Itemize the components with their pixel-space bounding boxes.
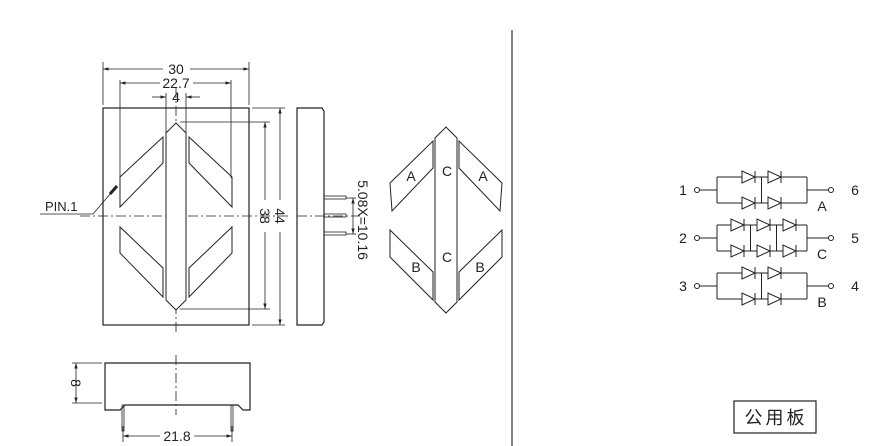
segment-upper-left [119,135,164,209]
segment-label: B [411,259,420,275]
pin1-callout: PIN.1 [40,185,119,215]
segment-a-left [389,139,434,213]
terminal-icon [694,235,700,241]
bottom-view: 8 21.8 [68,355,251,444]
circuit-segment-label: B [817,294,826,310]
diode-icon [767,196,783,210]
pin1-label: PIN.1 [45,199,78,214]
pin-number: 6 [851,182,859,198]
terminal-icon [694,283,700,289]
dimension-depth-label: 8 [68,379,84,387]
segment-b-left [389,228,434,302]
side-view: 5.08X=10.16 [296,107,371,326]
terminal-icon [828,235,834,241]
segment-a-right [458,139,503,213]
front-view: 30 22.7 4 38 [40,61,290,335]
diode-icon [741,196,757,210]
pin-number: 5 [851,230,859,246]
segment-diagram: A A C C B B [389,126,503,314]
diode-icon [756,218,772,232]
circuit-diagram: 1 6 A 2 5 C 3 4 B [679,170,859,310]
segment-label: A [406,168,416,184]
diode-icon [782,244,798,258]
segment-center-bar [165,122,187,311]
pin-pitch-label: 5.08X=10.16 [355,180,371,260]
dimension-segment-height-label: 38 [257,208,273,224]
dimension-height: 44 [252,107,288,326]
dimension-pin-span-label: 21.8 [163,428,190,444]
dimension-segment-span: 22.7 [119,75,232,178]
terminal-icon [694,187,700,193]
circuit-segment-label: A [817,198,827,214]
diode-icon [782,218,798,232]
diode-icon [741,266,757,280]
diode-icon [756,244,772,258]
common-board-label-box: 公用板 [733,400,817,434]
circuit-segment-label: C [817,246,827,262]
pin-number: 4 [851,278,859,294]
segment-b-right [458,228,503,302]
terminal-icon [828,283,834,289]
diode-icon [730,218,746,232]
diode-icon [741,170,757,184]
segment-c [434,126,458,314]
side-body-outline [296,107,325,326]
terminal-icon [828,187,834,193]
segment-label: A [478,168,488,184]
dimension-segment-span-label: 22.7 [162,75,189,91]
dimension-width: 30 [102,61,250,105]
segment-label: B [475,259,484,275]
pin-number: 2 [679,230,687,246]
dimension-segment-height: 38 [180,121,273,310]
dimension-height-label: 44 [272,208,288,224]
side-pins [323,195,347,236]
diode-icon [767,170,783,184]
segment-upper-right [188,135,233,209]
dimension-width-label: 30 [168,61,184,77]
dimension-bar-width-label: 4 [172,89,180,105]
pin-number: 3 [679,278,687,294]
segment-label: C [442,163,452,179]
dimension-bar-width: 4 [152,89,200,133]
pin-number: 1 [679,182,687,198]
bottom-body-outline [104,362,251,411]
diode-icon [767,266,783,280]
common-board-label: 公用板 [745,408,808,429]
diode-icon [767,292,783,306]
diode-icon [741,292,757,306]
segment-label: C [442,249,452,265]
diode-icon [730,244,746,258]
segment-lower-left [119,225,164,299]
segment-lower-right [188,225,233,299]
